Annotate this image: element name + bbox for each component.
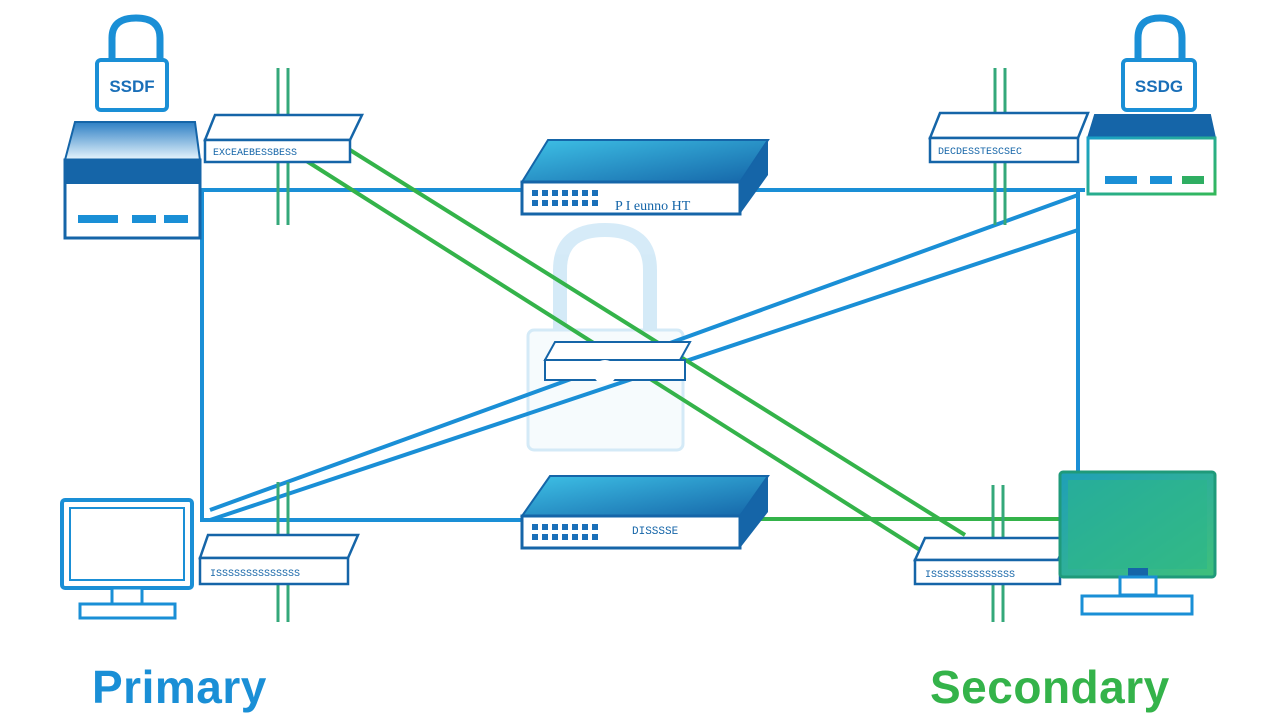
switch-top-left-text: EXCEAEBESSBESS	[213, 148, 297, 159]
monitor-icon	[60, 498, 194, 620]
switch-bottom-left-text: ISSSSSSSSSSSSSS	[210, 569, 300, 580]
lock-left-text: SSDF	[109, 77, 154, 96]
network-switch-icon: P I eunno HT	[520, 139, 770, 216]
monitor-icon	[1058, 470, 1217, 616]
network-switch-icon: ISSSSSSSSSSSSSS	[913, 536, 1070, 586]
switch-top-right-text: DECDESSTESCSEC	[938, 147, 1022, 158]
network-switch-icon: EXCEAEBESSBESS	[203, 113, 364, 164]
server-icon	[1086, 114, 1217, 196]
network-switch-icon	[543, 341, 692, 384]
network-switch-icon: ISSSSSSSSSSSSSS	[198, 533, 360, 586]
padlock-icon: SSDG	[1121, 14, 1197, 112]
network-switch-icon: DISSSSE	[520, 475, 770, 550]
background-padlock-icon	[526, 222, 685, 452]
server-icon	[63, 121, 202, 240]
network-switch-icon: DECDESSTESCSEC	[928, 111, 1090, 164]
switch-center-top-text: P I eunno HT	[615, 199, 691, 214]
switch-bottom-right-text: ISSSSSSSSSSSSSS	[925, 570, 1015, 581]
primary-label: Primary	[92, 661, 267, 713]
lock-right-text: SSDG	[1135, 77, 1183, 96]
secondary-label: Secondary	[930, 661, 1170, 713]
padlock-icon: SSDF	[95, 14, 169, 112]
switch-center-bottom-text: DISSSSE	[632, 526, 679, 538]
